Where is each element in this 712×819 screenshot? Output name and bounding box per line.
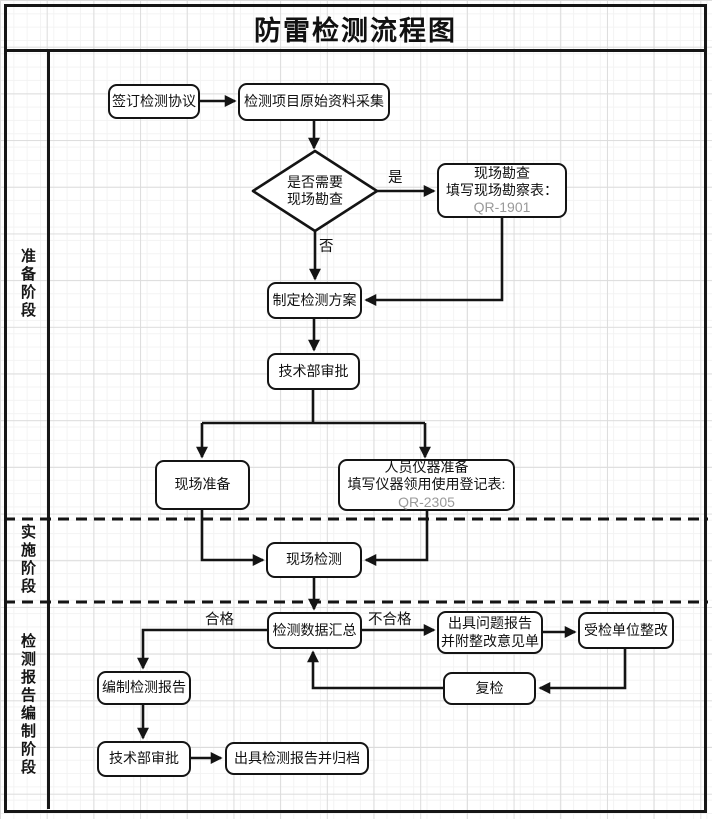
page-title: 防雷检测流程图: [254, 15, 457, 46]
node-tech-approval-2: 技术部审批: [97, 741, 191, 777]
node-form-code: QR-1901: [473, 199, 531, 216]
connector-survey-to-plan: [364, 218, 504, 306]
node-label: 受检单位整改: [584, 621, 668, 638]
node-decision-need-survey: 是否需要 现场勘查: [287, 173, 343, 208]
node-label: 检测数据汇总: [272, 621, 357, 638]
node-label: 签订检测协议: [112, 92, 196, 109]
node-label: 现场准备: [174, 476, 231, 493]
node-label: 检测项目原始资料采集: [244, 93, 384, 110]
edge-label-yes: 是: [388, 170, 403, 186]
node-recheck: 复检: [443, 672, 536, 705]
node-form-code: QR-2305: [398, 493, 455, 510]
node-staff-equipment-prep: 人员仪器准备 填写仪器领用使用登记表: QR-2305: [338, 459, 515, 511]
edge-label-no: 否: [319, 239, 334, 255]
node-tech-approval-1: 技术部审批: [267, 353, 360, 390]
node-label: 人员仪器准备 填写仪器领用使用登记表:: [347, 459, 506, 493]
sidebar-divider: [47, 52, 50, 809]
node-label: 现场勘查 填写现场勘察表：: [446, 164, 558, 198]
node-label: 技术部审批: [109, 750, 179, 767]
node-label: 复检: [475, 679, 504, 696]
connector-recheck-to-summary: [307, 650, 443, 690]
node-problem-report: 出具问题报告 并附整改意见单: [437, 611, 543, 654]
node-label: 编制检测报告: [102, 679, 186, 696]
phase-label-implementation: 实施阶段: [19, 524, 36, 596]
node-label: 出具问题报告 并附整改意见单: [441, 615, 539, 649]
node-issue-archive: 出具检测报告并归档: [225, 742, 369, 775]
node-site-prep: 现场准备: [155, 460, 250, 510]
phase-label-report-compilation: 检测报告编制阶段: [19, 633, 36, 777]
phase-label-preparation: 准备阶段: [19, 248, 36, 320]
node-compile-report: 编制检测报告: [97, 671, 191, 705]
node-site-survey: 现场勘查 填写现场勘察表： QR-1901: [437, 163, 567, 218]
node-label: 制定检测方案: [272, 291, 357, 308]
node-data-summary: 检测数据汇总: [267, 612, 362, 649]
edge-label-pass: 合格: [205, 612, 234, 628]
connector-summary-pass: [137, 628, 267, 670]
connector-staffequip-to-sitetest: [364, 511, 429, 566]
edge-label-fail: 不合格: [368, 612, 412, 628]
node-make-plan: 制定检测方案: [267, 282, 362, 319]
node-label: 现场检测: [286, 551, 342, 568]
decision-diamond-shape: [251, 149, 379, 233]
node-site-test: 现场检测: [266, 542, 362, 578]
node-unit-rectify: 受检单位整改: [578, 612, 674, 649]
node-label: 出具检测报告并归档: [234, 749, 360, 766]
connector-rectify-to-recheck: [538, 648, 627, 694]
node-label: 技术部审批: [278, 362, 349, 379]
title-band: 防雷检测流程图: [4, 4, 707, 52]
connector-siteprep-to-sitetest: [200, 510, 265, 566]
node-collect-data: 检测项目原始资料采集: [238, 83, 390, 121]
node-sign-agreement: 签订检测协议: [108, 84, 200, 119]
